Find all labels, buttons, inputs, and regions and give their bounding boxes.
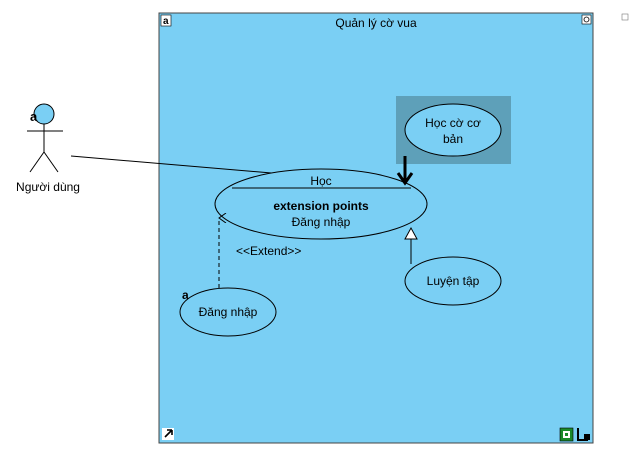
system-title: Quản lý cờ vua	[335, 16, 417, 30]
use-case-hoc[interactable]	[214, 168, 428, 240]
extension-points-header: extension points	[273, 199, 369, 213]
generalization-arrow[interactable]	[404, 226, 418, 264]
resize-handle-icon[interactable]	[581, 14, 592, 25]
bold-arrow	[396, 156, 414, 186]
use-case-dang-nhap-label: Đăng nhập	[199, 305, 258, 319]
annotation-a-icon: a	[182, 288, 189, 302]
overview-icon[interactable]	[559, 427, 574, 442]
actor-label: Người dùng	[16, 180, 80, 194]
use-case-luyen-tap[interactable]	[404, 256, 502, 306]
use-case-hoc-co-ban-line2: bản	[443, 132, 463, 146]
svg-text:a: a	[30, 109, 38, 124]
annotation-a-icon: a	[160, 14, 172, 27]
corner-arrow-icon[interactable]	[162, 428, 174, 440]
extension-point-dang-nhap: Đăng nhập	[292, 215, 351, 229]
use-case-hoc-co-ban-line1: Học cờ cơ	[425, 116, 481, 130]
extend-label: <<Extend>>	[236, 244, 301, 258]
actor-nguoi-dung[interactable]: a	[27, 103, 63, 173]
connector-icon[interactable]	[577, 428, 590, 441]
association-line[interactable]	[70, 155, 296, 176]
svg-text:a: a	[163, 16, 169, 27]
use-case-luyen-tap-label: Luyện tập	[427, 274, 480, 288]
use-case-dang-nhap[interactable]	[179, 287, 277, 337]
svg-text:a: a	[182, 288, 189, 302]
use-case-hoc-co-ban[interactable]	[404, 103, 502, 157]
corner-marker-icon	[621, 13, 629, 21]
use-case-hoc-label: Học	[310, 174, 331, 188]
